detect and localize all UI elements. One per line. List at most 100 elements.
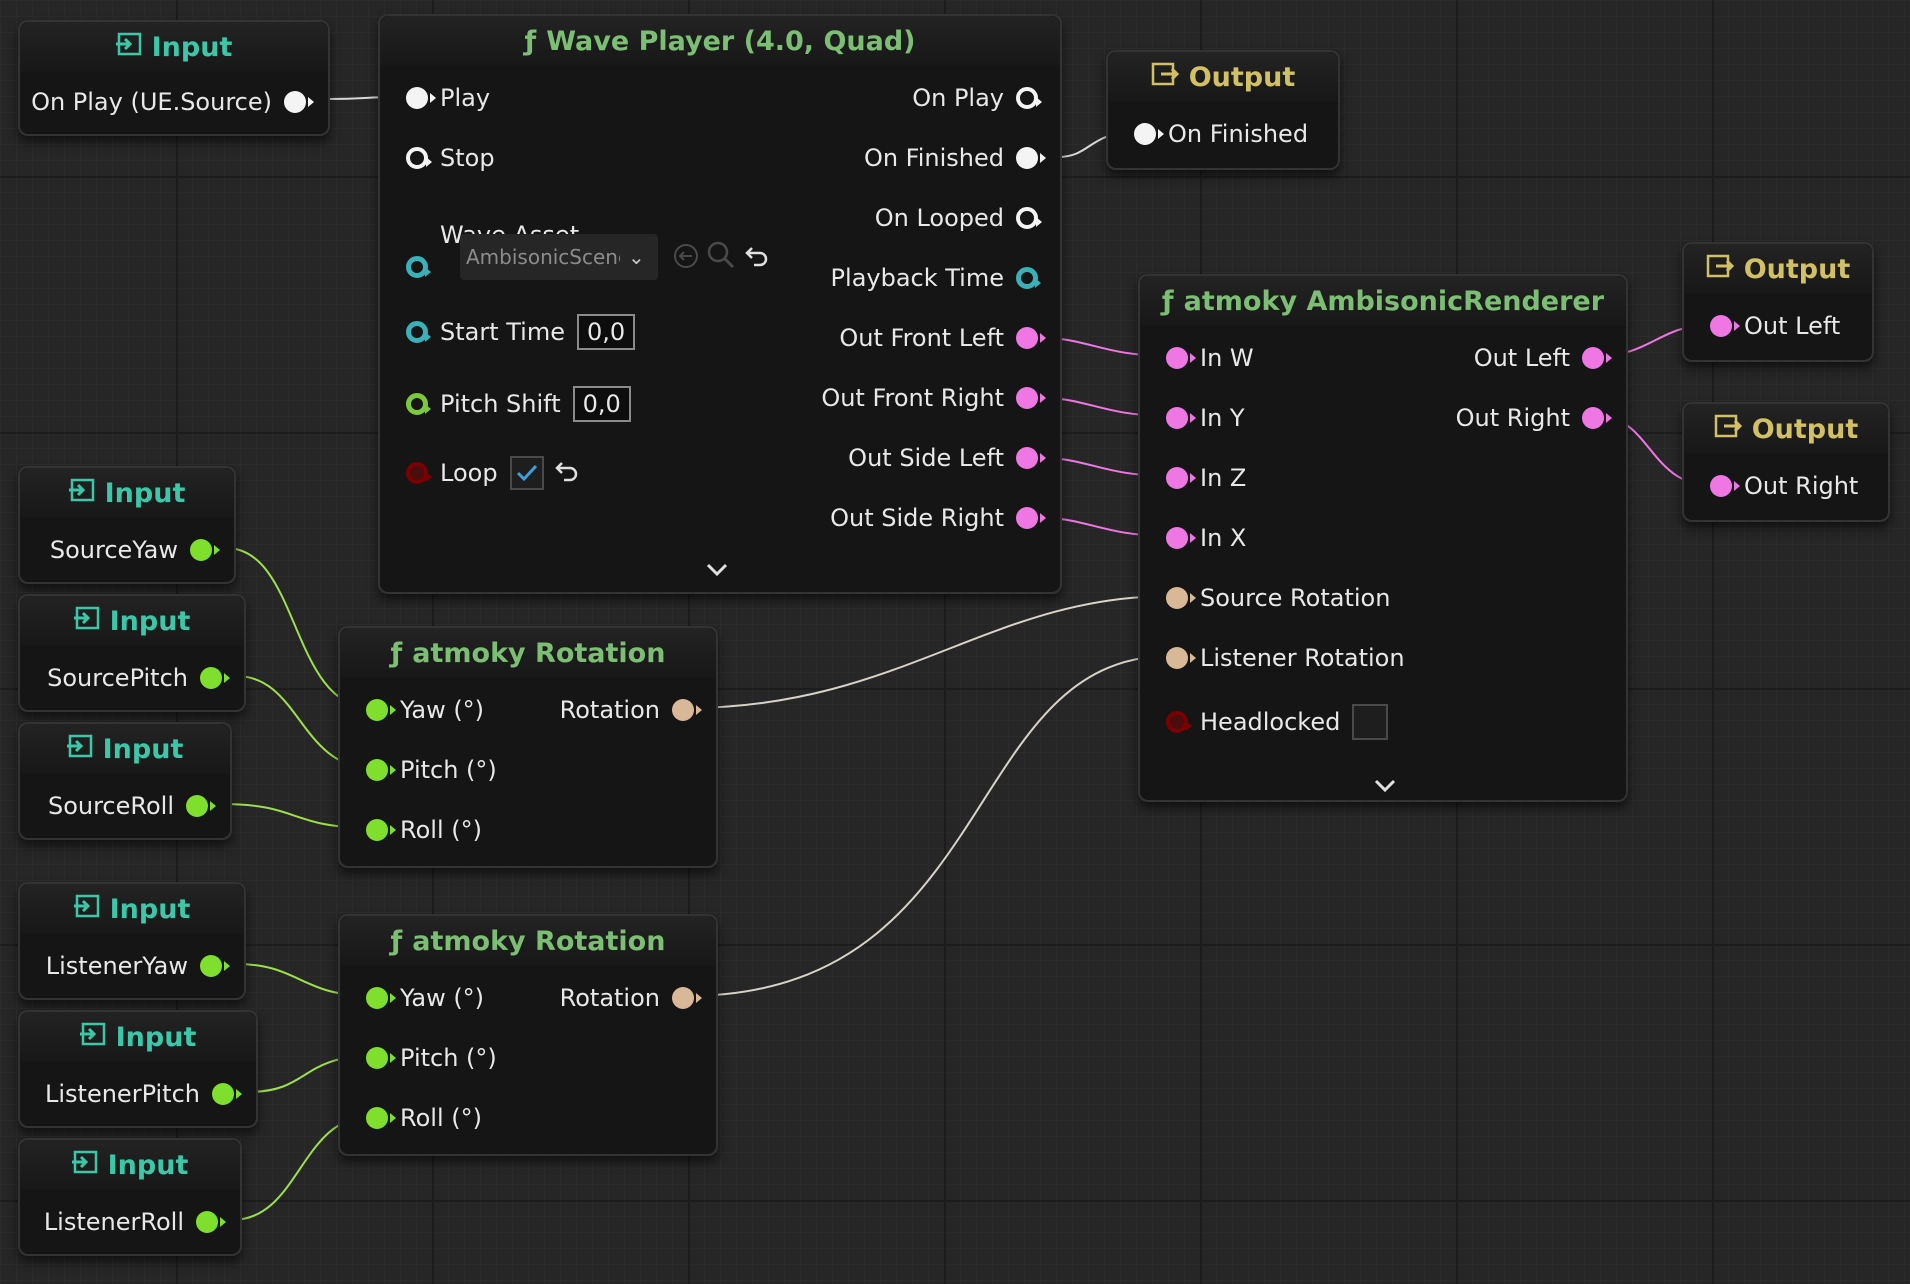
audio-pin-icon[interactable] [1166,347,1196,369]
audio-pin-icon[interactable] [1166,467,1196,489]
input-node-onplay[interactable]: Input On Play (UE.Source) [18,20,330,136]
output-pin-out-side-right[interactable]: Out Side Right [818,504,1046,532]
input-pin-pitch[interactable]: Pitch (°) [366,1044,509,1072]
output-pin-out-front-right[interactable]: Out Front Right [809,384,1046,412]
output-pin-sourceroll[interactable]: SourceRoll [36,792,216,820]
float-pin-icon[interactable] [1016,267,1041,289]
input-pin-out-left[interactable]: Out Left [1710,312,1852,340]
float-pin-icon[interactable] [366,699,396,721]
float-pin-icon[interactable] [406,321,431,343]
input-pin-pitch[interactable]: Pitch (°) [366,756,509,784]
output-pin-listeneryaw[interactable]: ListenerYaw [34,952,230,980]
object-pin-icon[interactable] [406,256,431,278]
input-pin-in-z[interactable]: In Z [1166,464,1258,492]
input-node-listenerpitch[interactable]: Input ListenerPitch [18,1010,258,1128]
output-pin-sourceyaw[interactable]: SourceYaw [38,536,220,564]
audio-pin-icon[interactable] [1582,347,1612,369]
input-node-listenerroll[interactable]: Input ListenerRoll [18,1138,242,1256]
rotator-pin-icon[interactable] [1166,587,1196,609]
input-pin-on-finished[interactable]: On Finished [1134,120,1320,148]
input-pin-in-x[interactable]: In X [1166,524,1258,552]
output-pin-listenerroll[interactable]: ListenerRoll [32,1208,226,1236]
input-node-sourceyaw[interactable]: Input SourceYaw [18,466,236,584]
input-pin-stop[interactable]: Stop [406,144,507,172]
rotator-pin-icon[interactable] [672,699,702,721]
float-pin-icon[interactable] [212,1083,242,1105]
input-pin-play[interactable]: Play [406,84,502,112]
audio-pin-icon[interactable] [1166,527,1196,549]
input-pin-roll[interactable]: Roll (°) [366,1104,494,1132]
output-node-right[interactable]: Output Out Right [1682,402,1890,522]
output-pin-on-finished[interactable]: On Finished [852,144,1046,172]
reset-icon[interactable] [744,242,770,272]
input-node-sourcepitch[interactable]: Input SourcePitch [18,594,246,712]
float-pin-icon[interactable] [200,955,230,977]
float-pin-icon[interactable] [196,1211,226,1233]
input-pin-yaw[interactable]: Yaw (°) [366,696,496,724]
output-pin-rotation[interactable]: Rotation [548,696,702,724]
float-pin-icon[interactable] [186,795,216,817]
audio-pin-icon[interactable] [1582,407,1612,429]
input-pin-listener-rotation[interactable]: Listener Rotation [1166,644,1417,672]
output-pin-out-side-left[interactable]: Out Side Left [836,444,1046,472]
output-pin-listenerpitch[interactable]: ListenerPitch [33,1080,242,1108]
float-pin-icon[interactable] [366,987,396,1009]
wave-player-node[interactable]: ƒ Wave Player (4.0, Quad) Play Stop Wave… [378,14,1062,594]
output-pin-on-looped[interactable]: On Looped [863,204,1042,232]
exec-pin-icon[interactable] [1016,87,1042,109]
output-pin-playback-time[interactable]: Playback Time [819,264,1041,292]
browse-back-icon[interactable] [672,242,700,274]
float-pin-icon[interactable] [406,393,431,415]
audio-pin-icon[interactable] [1710,315,1740,337]
expand-chevron-icon[interactable] [1374,770,1396,800]
bool-pin-icon[interactable] [406,462,432,484]
exec-pin-icon[interactable] [1016,147,1046,169]
input-node-listeneryaw[interactable]: Input ListenerYaw [18,882,246,1000]
input-pin-yaw[interactable]: Yaw (°) [366,984,496,1012]
exec-pin-icon[interactable] [406,87,436,109]
input-pin-loop[interactable]: Loop [406,456,580,490]
input-pin-source-rotation[interactable]: Source Rotation [1166,584,1402,612]
exec-pin-icon[interactable] [1134,123,1164,145]
audio-pin-icon[interactable] [1710,475,1740,497]
input-pin-headlocked[interactable]: Headlocked [1166,704,1389,740]
input-pin-in-y[interactable]: In Y [1166,404,1257,432]
float-pin-icon[interactable] [190,539,220,561]
audio-pin-icon[interactable] [1016,447,1046,469]
input-pin-roll[interactable]: Roll (°) [366,816,494,844]
input-pin-out-right[interactable]: Out Right [1710,472,1870,500]
exec-pin-icon[interactable] [1016,207,1042,229]
expand-chevron-icon[interactable] [706,554,728,584]
rotator-pin-icon[interactable] [672,987,702,1009]
float-pin-icon[interactable] [366,1107,396,1129]
input-pin-in-w[interactable]: In W [1166,344,1266,372]
output-pin-out-left[interactable]: Out Left [1462,344,1612,372]
audio-pin-icon[interactable] [1016,327,1046,349]
output-pin-on-play[interactable]: On Play [900,84,1042,112]
float-pin-icon[interactable] [366,819,396,841]
output-pin-out-right[interactable]: Out Right [1444,404,1612,432]
rotator-pin-icon[interactable] [1166,647,1196,669]
headlocked-checkbox[interactable] [1352,704,1389,740]
output-node-left[interactable]: Output Out Left [1682,242,1874,362]
exec-pin-icon[interactable] [284,91,314,113]
wave-asset-dropdown[interactable]: AmbisonicScene ⌄ [460,234,658,280]
float-pin-icon[interactable] [366,1047,396,1069]
pitch-shift-field[interactable]: 0,0 [572,386,631,422]
loop-checkbox[interactable] [509,456,544,490]
bool-pin-icon[interactable] [1166,711,1192,733]
exec-pin-icon[interactable] [406,147,432,169]
renderer-node[interactable]: ƒ atmoky AmbisonicRenderer In W In Y In … [1138,274,1628,802]
output-node-onfinished[interactable]: Output On Finished [1106,50,1340,170]
audio-pin-icon[interactable] [1166,407,1196,429]
output-pin-rotation[interactable]: Rotation [548,984,702,1012]
output-pin-sourcepitch[interactable]: SourcePitch [35,664,230,692]
start-time-field[interactable]: 0,0 [577,314,636,350]
audio-pin-icon[interactable] [1016,387,1046,409]
reset-icon[interactable] [554,457,580,489]
search-icon[interactable] [706,240,736,274]
